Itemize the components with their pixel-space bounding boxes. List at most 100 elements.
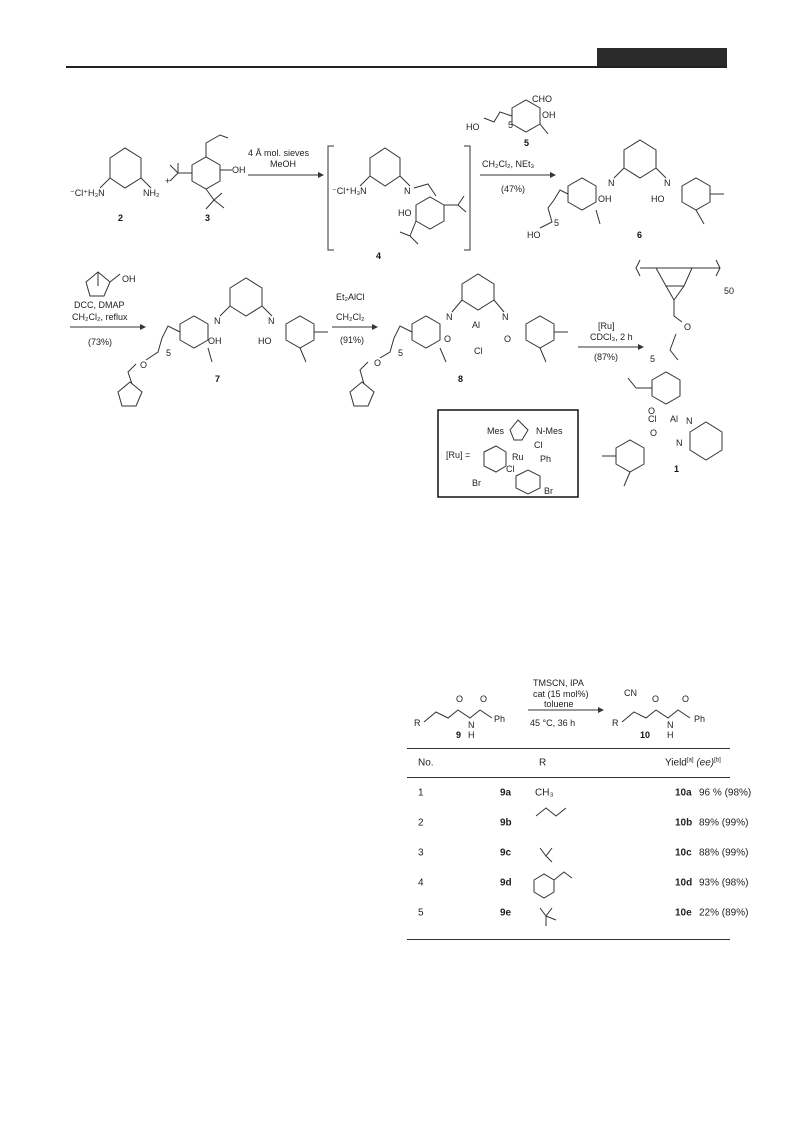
imine-n-left-8: N [446,312,453,322]
condition-3-line-2: CH₂Cl₂, reflux [72,312,128,322]
phenoxide-o-left-8: O [444,334,451,344]
row-yield: 88% (99%) [699,847,749,859]
header-tab [597,48,727,67]
imine-n-left-7: N [214,316,221,326]
condition-6-line-4: 45 °C, 36 h [530,718,575,728]
condition-4-line-3: (91%) [340,335,364,345]
ruthenium-catalyst-box: [Ru] = Mes N-Mes Ru Cl Ph Cl Br Br [437,409,579,498]
table-bottom-rule [407,938,730,940]
repeat-count-label: 50 [724,286,734,296]
compound-2: ⁻Cl⁺H₃N NH₂ 2 [70,147,160,223]
ruthenium-label: Ru [512,452,524,462]
condition-3-line-3: (73%) [88,337,112,347]
r-group-drawings [533,807,573,926]
nitrile-label: CN [624,688,637,698]
ru-definition-label: [Ru] = [446,450,470,460]
ester-o-label-8: O [374,358,381,368]
condition-2-line-2: (47%) [501,184,525,194]
row-no: 3 [418,847,424,859]
phenyl-substrate: Ph [494,714,505,724]
imine-n-top-1: N [686,416,693,426]
phenoxide-o-right-8: O [504,334,511,344]
table-row: 3 9c 10c 88% (99%) [407,838,748,868]
chloride-label-8: Cl [474,346,483,356]
carbonyl-o-3: O [652,694,659,704]
row-no: 2 [418,817,424,829]
compound-1-polymer: 50 O 5 O Al Cl N O N 1 [602,259,734,487]
r-group-product: R [612,718,619,728]
row-substrate: 9c [500,847,512,859]
plus-sign: + [165,176,170,186]
hydroxyl-label-4: HO [398,208,412,218]
compound-number-8: 8 [458,374,463,384]
acid-oh-label: OH [122,274,136,284]
terminal-ho-label-6: HO [527,230,541,240]
compound-number-1: 1 [674,464,679,474]
condition-3-line-1: DCC, DMAP [74,300,125,310]
amide-n-product: N [667,720,674,730]
condition-6-line-1: TMSCN, IPA [533,678,584,688]
row-product: 10b [675,817,693,829]
bromo-label-2: Br [544,486,553,496]
header-no: No. [418,757,434,769]
hydroxyl-label-5: OH [542,110,556,120]
chain-length-5: 5 [508,120,513,130]
row-product: 10e [675,907,692,919]
compound-4: ⁻Cl⁺H₃N N HO 4 [327,145,471,261]
ester-o-label-1: O [684,322,691,332]
imine-n-left-6: N [608,178,615,188]
row-no: 5 [418,907,424,919]
ammonium-label: ⁻Cl⁺H₃N [70,188,105,198]
condition-6-line-2: cat (15 mol%) [533,689,589,699]
aldehyde-label-5: CHO [532,94,552,104]
condition-4-line-2: CH₂Cl₂ [336,312,365,322]
table-header: No. R Yield[a] (ee)[b] [407,748,730,778]
row-r: CH₃ [535,787,554,799]
condition-1-line-2: MeOH [270,159,296,169]
product-number: 10 [640,730,650,740]
row-substrate: 9b [500,817,512,829]
header-r: R [539,757,547,769]
ammonium-label-4: ⁻Cl⁺H₃N [332,186,367,196]
imine-n-right-8: N [502,312,509,322]
scheme-2: R O O N H Ph 9 TMSCN, IPA cat (15 mol%) … [414,678,705,740]
compound-number-6: 6 [637,230,642,240]
ru-chloride-top: Cl [534,440,543,450]
row-yield: 93% (98%) [699,877,749,889]
phenol-ho-right-6: HO [651,194,665,204]
ru-chloride-bottom: Cl [506,464,515,474]
table-row: 4 9d 10d 93% (98%) [407,868,748,898]
imine-n-bottom-1: N [676,438,683,448]
norbornene-acid: OH [85,271,136,297]
imine-n-right-7: N [268,316,275,326]
compound-number-3: 3 [205,213,210,223]
header-rule [66,66,727,68]
amine-label: NH₂ [143,188,160,198]
row-product: 10d [675,877,693,889]
row-yield: 22% (89%) [699,907,749,919]
compound-3: OH 3 [169,134,246,223]
substrate-number: 9 [456,730,461,740]
r-group-substrate: R [414,718,421,728]
row-no: 4 [418,877,424,889]
carbonyl-o-2: O [480,694,487,704]
r-group-benzyl-chain [553,871,573,881]
carbonyl-o-1: O [456,694,463,704]
aluminum-label-1: Al [670,414,678,424]
table-row: 2 9b 10b 89% (99%) [407,808,748,838]
mes-right-label: N-Mes [536,426,563,436]
bromo-label-1: Br [472,478,481,488]
condition-5-line-2: CDCl₃, 2 h [590,332,633,342]
condition-2-line-1: CH₂Cl₂, NEt₃ [482,159,534,169]
condition-1-line-1: 4 Å mol. sieves [248,148,310,158]
condition-6-line-3: toluene [544,699,574,709]
amide-n-substrate: N [468,720,475,730]
chain-length-6: 5 [554,218,559,228]
mes-left-label: Mes [487,426,505,436]
chain-length-7: 5 [166,348,171,358]
results-table: No. R Yield[a] (ee)[b] 1 9a CH₃ 10a 96 %… [407,748,751,940]
header-yield: Yield[a] (ee)[b] [665,757,721,769]
r-group-isopropyl [539,847,553,863]
chloride-label-1: Cl [648,414,657,424]
imine-n-label-4: N [404,186,411,196]
